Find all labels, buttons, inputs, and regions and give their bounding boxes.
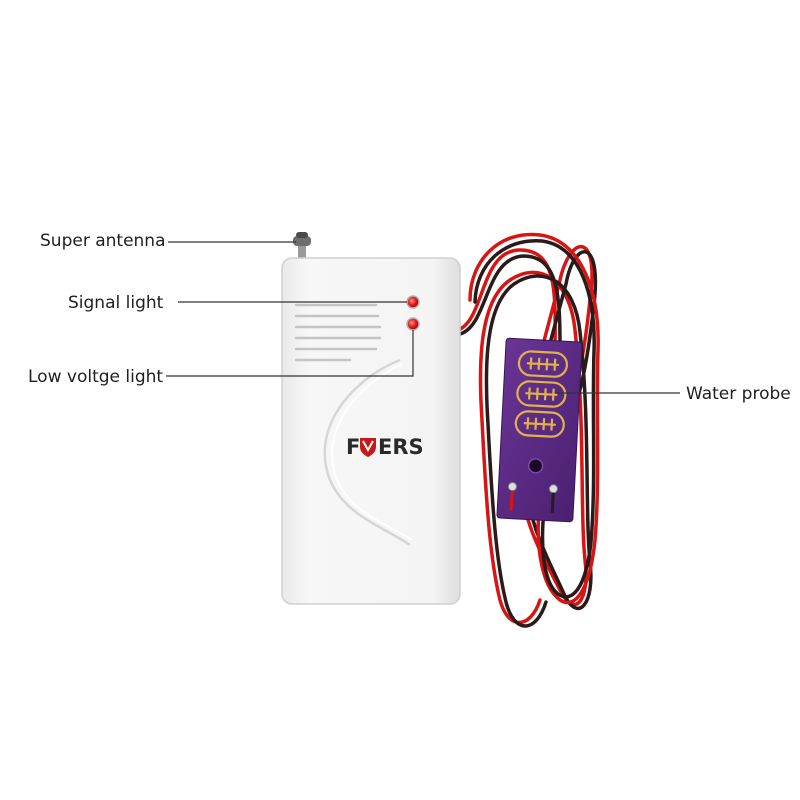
sensor-body: F ERS — [281, 257, 461, 605]
signal-light-label: Signal light — [68, 293, 164, 313]
water-probe-label: Water probe — [686, 384, 791, 404]
shield-icon — [360, 438, 376, 457]
water-probe-board — [496, 337, 583, 523]
super-antenna-label: Super antenna — [40, 231, 166, 251]
low-voltage-light-label: Low voltge light — [28, 367, 164, 387]
brand-letter-f: F — [346, 435, 360, 459]
body-swoosh — [323, 358, 411, 547]
probe-mount-hole — [527, 458, 544, 474]
callout-lines — [166, 241, 680, 394]
vent-slots — [294, 303, 382, 362]
low-voltage-leader — [166, 330, 414, 377]
brand-logo: F ERS — [346, 435, 424, 459]
signal-light-led — [406, 295, 420, 309]
brand-letters-ers: ERS — [378, 435, 424, 459]
low-voltage-light-led — [406, 317, 420, 331]
antenna — [293, 232, 311, 264]
probe-traces — [514, 350, 569, 438]
probe-contact-right — [548, 484, 558, 513]
probe-contact-left — [507, 482, 517, 511]
